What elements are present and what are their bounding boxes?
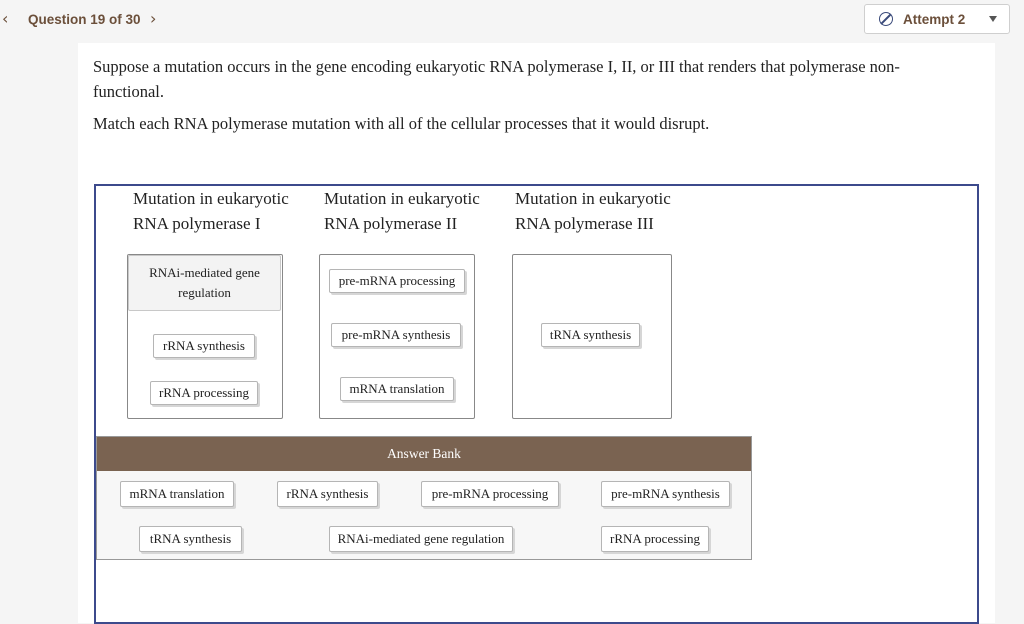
question-counter: Question 19 of 30 xyxy=(28,12,141,27)
answer-bank-title: Answer Bank xyxy=(97,437,751,471)
column-heading-pol-iii: Mutation in eukaryotic RNA polymerase II… xyxy=(515,186,671,236)
answer-chip[interactable]: RNAi-mediated gene regulation xyxy=(128,255,281,311)
column-heading-line1: Mutation in eukaryotic xyxy=(324,189,480,208)
attempt-label: Attempt 2 xyxy=(903,12,966,27)
answer-chip[interactable]: mRNA translation xyxy=(340,377,454,401)
column-heading-pol-ii: Mutation in eukaryotic RNA polymerase II xyxy=(324,186,480,236)
drop-target-pol-ii[interactable]: pre-mRNA processing pre-mRNA synthesis m… xyxy=(319,254,475,419)
next-question-icon[interactable]: › xyxy=(150,9,157,28)
question-nav-bar: ‹ Question 19 of 30 › Attempt 2 xyxy=(0,0,1024,40)
answer-bank-chip[interactable]: rRNA synthesis xyxy=(277,481,378,507)
answer-chip[interactable]: pre-mRNA processing xyxy=(329,269,465,293)
column-heading-line2: RNA polymerase III xyxy=(515,214,654,233)
answer-chip[interactable]: rRNA processing xyxy=(150,381,258,405)
drop-target-pol-iii[interactable]: tRNA synthesis xyxy=(512,254,672,419)
question-text: Suppose a mutation occurs in the gene en… xyxy=(93,57,900,101)
answer-bank-chip[interactable]: pre-mRNA synthesis xyxy=(601,481,730,507)
column-heading-pol-i: Mutation in eukaryotic RNA polymerase I xyxy=(133,186,289,236)
answer-bank-chip[interactable]: pre-mRNA processing xyxy=(421,481,559,507)
drop-target-pol-i[interactable]: RNAi-mediated gene regulation rRNA synth… xyxy=(127,254,283,419)
attempt-dropdown[interactable]: Attempt 2 xyxy=(864,4,1010,34)
column-heading-line2: RNA polymerase II xyxy=(324,214,458,233)
answer-bank: Answer Bank mRNA translation rRNA synthe… xyxy=(96,436,752,560)
answer-bank-chip[interactable]: rRNA processing xyxy=(601,526,709,552)
attempt-status-icon xyxy=(879,12,893,26)
answer-bank-chip[interactable]: mRNA translation xyxy=(120,481,234,507)
answer-chip[interactable]: pre-mRNA synthesis xyxy=(331,323,461,347)
previous-question-icon[interactable]: ‹ xyxy=(2,9,9,28)
matching-workarea: Mutation in eukaryotic RNA polymerase I … xyxy=(94,184,979,624)
column-heading-line1: Mutation in eukaryotic xyxy=(515,189,671,208)
answer-chip[interactable]: rRNA synthesis xyxy=(153,334,255,358)
chevron-down-icon xyxy=(989,16,997,22)
column-heading-line1: Mutation in eukaryotic xyxy=(133,189,289,208)
answer-bank-chip[interactable]: tRNA synthesis xyxy=(139,526,242,552)
column-heading-line2: RNA polymerase I xyxy=(133,214,261,233)
answer-chip[interactable]: tRNA synthesis xyxy=(541,323,640,347)
question-instruction: Match each RNA polymerase mutation with … xyxy=(93,114,710,133)
answer-bank-chip[interactable]: RNAi-mediated gene regulation xyxy=(329,526,513,552)
